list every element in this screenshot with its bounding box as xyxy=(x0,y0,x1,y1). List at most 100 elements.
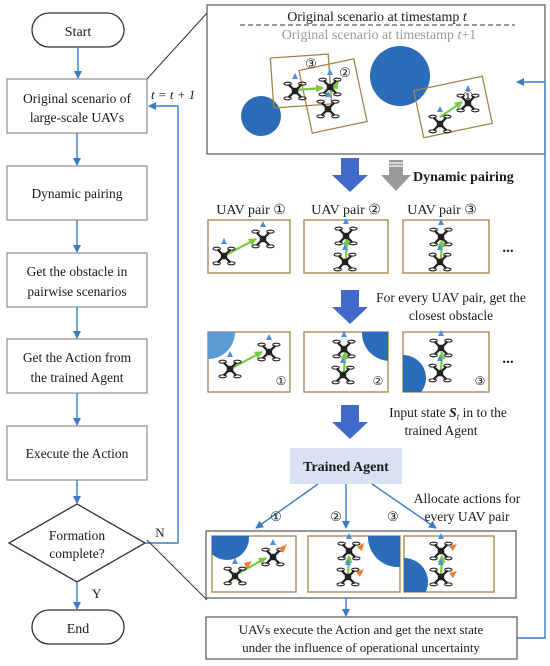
execute-box xyxy=(205,616,518,660)
action-marker xyxy=(449,544,457,551)
heading-marker xyxy=(343,218,349,224)
heading-marker xyxy=(227,351,233,357)
heading-marker xyxy=(465,85,471,91)
heading-marker xyxy=(437,106,443,112)
yes-label: Y xyxy=(92,586,102,601)
closest-obstacle xyxy=(212,536,249,560)
input-caption-line2: trained Agent xyxy=(404,423,477,438)
step-original-scenario xyxy=(6,78,148,134)
closest-obstacle xyxy=(404,558,428,592)
closest-obstacle xyxy=(368,536,400,567)
pair-number-3: ③ xyxy=(305,56,317,71)
heading-marker xyxy=(270,539,276,545)
action-marker xyxy=(279,544,287,553)
heading-marker xyxy=(346,533,352,539)
pair-label-1: UAV pair ① xyxy=(216,203,286,218)
pair-link xyxy=(231,351,263,369)
step-get-obstacle xyxy=(6,252,148,308)
heading-marker xyxy=(438,330,444,336)
pair-box-1 xyxy=(413,75,493,139)
scenario-title-t1: Original scenario at timestamp t+1 xyxy=(282,28,477,43)
pair-link-3 xyxy=(294,84,324,93)
end-label: End xyxy=(67,622,90,637)
obstacle-number-2: ② xyxy=(373,374,384,388)
big-arrow-down-2 xyxy=(332,290,368,324)
heading-marker xyxy=(260,221,266,227)
action-marker xyxy=(449,571,457,578)
step-get-obstacle-line2: pairwise scenarios xyxy=(27,284,126,299)
pair-link xyxy=(236,557,267,575)
action-marker xyxy=(356,569,364,577)
big-arrow-down-3 xyxy=(332,405,368,439)
heading-marker xyxy=(437,244,443,250)
obstacle-small xyxy=(241,96,281,136)
step-execute-action-label: Execute the Action xyxy=(26,446,129,461)
decision-line2: complete? xyxy=(49,546,104,561)
heading-marker xyxy=(345,559,351,565)
heading-marker xyxy=(342,244,348,250)
pair-row: ... xyxy=(207,218,514,274)
obstacle-caption-line2: closest obstacle xyxy=(409,308,493,323)
pair-box-2 xyxy=(298,58,368,134)
scenario-title-t: Original scenario at timestamp t xyxy=(287,10,468,25)
action-marker xyxy=(244,561,252,569)
step-get-action-line2: the trained Agent xyxy=(31,370,124,385)
start-label: Start xyxy=(65,25,92,40)
pair-label-3: UAV pair ③ xyxy=(407,203,477,218)
feedback-loop-arrow xyxy=(516,78,546,639)
agent-arrow-3 xyxy=(371,483,437,529)
heading-marker xyxy=(438,533,444,539)
heading-marker xyxy=(341,331,347,337)
heading-marker xyxy=(437,355,443,361)
closest-obstacle xyxy=(208,332,235,359)
step-original-scenario-line2: large-scale UAVs xyxy=(30,110,124,125)
action-number-2: ② xyxy=(330,509,342,524)
pair-link-1 xyxy=(439,101,463,118)
decision-line1: Formation xyxy=(49,528,105,543)
trained-agent-label: Trained Agent xyxy=(303,460,389,475)
obstacle-number-3: ③ xyxy=(475,374,486,388)
heading-marker xyxy=(327,69,333,75)
flowchart: Start Original scenario of large-scale U… xyxy=(6,12,195,645)
decision-formation-complete xyxy=(7,503,147,583)
heading-marker xyxy=(292,73,298,79)
pair-number-2: ② xyxy=(339,65,351,80)
action-marker xyxy=(357,543,364,551)
heading-marker xyxy=(221,238,227,244)
execute-caption-line2: under the influence of operational uncer… xyxy=(242,640,480,655)
allocate-caption-line2: every UAV pair xyxy=(425,509,510,524)
ellipsis: ... xyxy=(502,240,514,256)
pair-label-2: UAV pair ② xyxy=(311,203,381,218)
scenario-panel: Original scenario at timestamp t Origina… xyxy=(206,4,546,155)
obstacle-caption-line1: For every UAV pair, get the xyxy=(376,290,526,305)
action-number-3: ③ xyxy=(387,509,399,524)
heading-marker xyxy=(232,558,238,564)
action-number-1: ① xyxy=(270,509,282,524)
pair-link xyxy=(225,238,257,256)
obstacle-row: ① ② ③ ... xyxy=(207,330,514,393)
step-get-action xyxy=(6,338,148,394)
heading-marker xyxy=(438,219,444,225)
pair-number-1: ① xyxy=(462,89,474,104)
step-original-scenario-line1: Original scenario of xyxy=(23,91,131,106)
step-get-obstacle-line1: Get the obstacle in xyxy=(27,264,128,279)
input-caption-line1: Input state St in to the xyxy=(389,405,507,422)
heading-marker xyxy=(266,334,272,340)
closest-obstacle xyxy=(403,355,426,392)
pair-box-3 xyxy=(269,53,333,109)
big-arrow-down-1 xyxy=(332,158,368,192)
execute-caption-line1: UAVs execute the Action and get the next… xyxy=(239,622,484,637)
obstacle-large xyxy=(370,46,430,106)
action-row xyxy=(205,530,517,599)
step-execute-action xyxy=(6,425,148,481)
gray-arrow-down xyxy=(381,160,411,191)
loop-label: t = t + 1 xyxy=(151,87,195,102)
heading-marker xyxy=(340,357,346,363)
zoom-line-top xyxy=(146,12,208,80)
zoom-line-bottom xyxy=(146,539,208,601)
end-node xyxy=(31,609,125,645)
no-label: N xyxy=(155,525,165,540)
allocate-caption-line1: Allocate actions for xyxy=(414,491,521,506)
pair-link xyxy=(344,555,353,578)
